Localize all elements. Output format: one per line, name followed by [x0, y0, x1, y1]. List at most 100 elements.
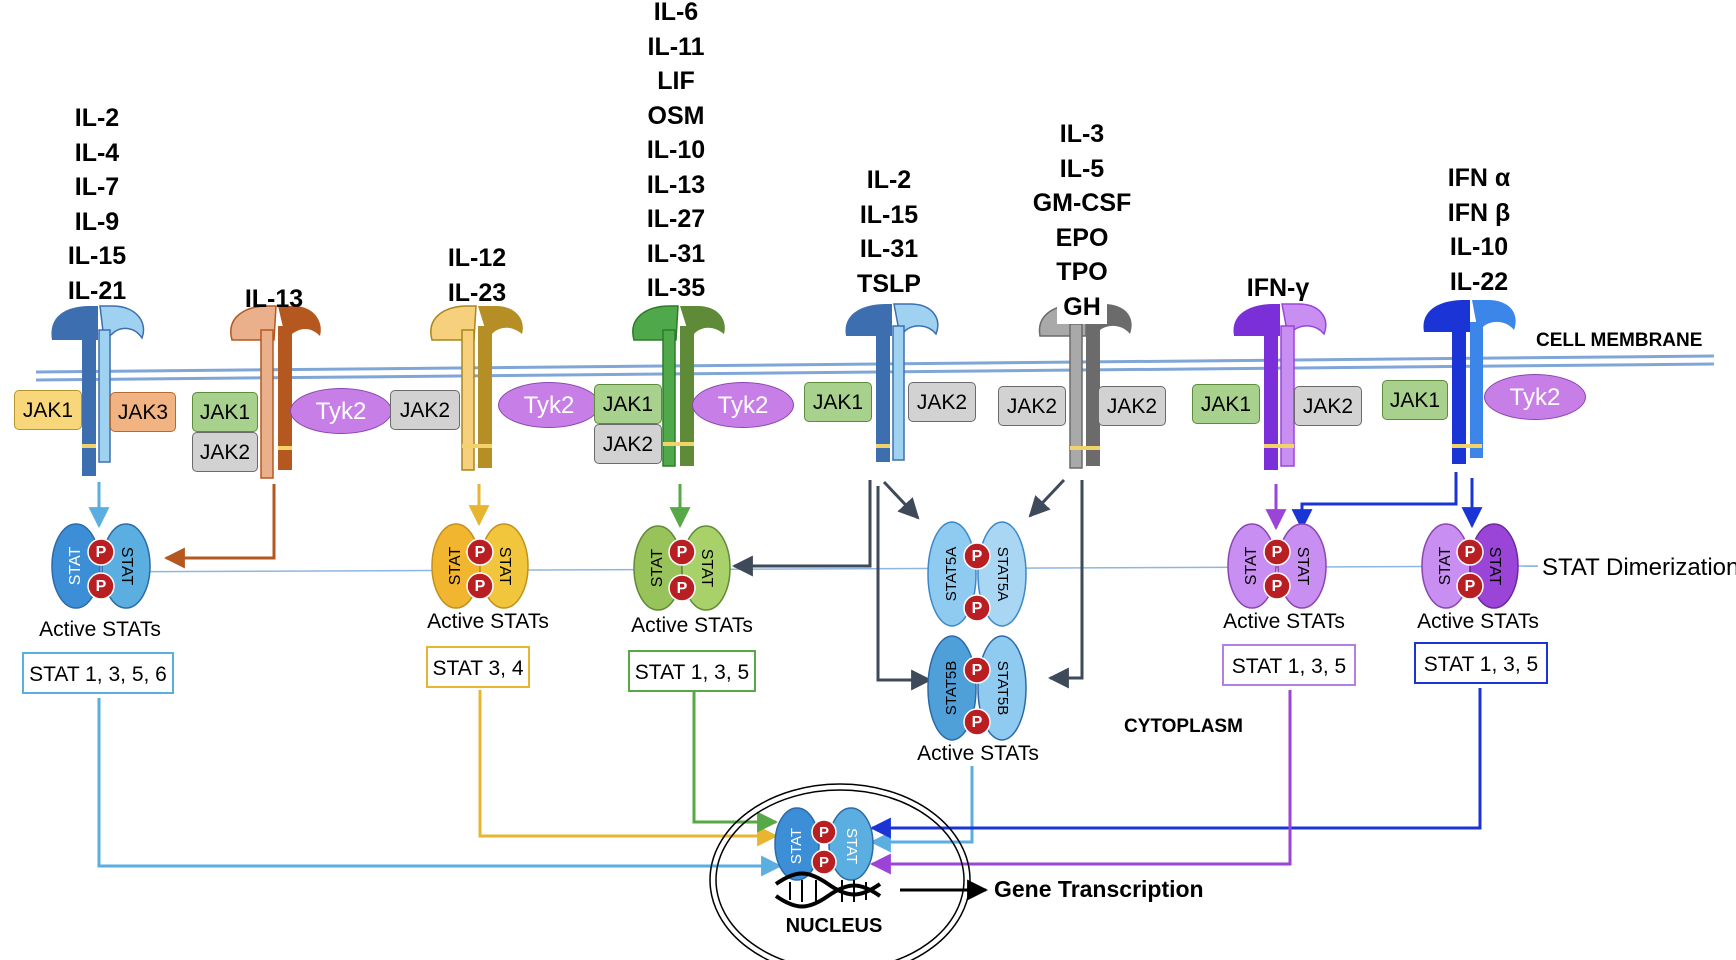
ligand: TPO	[1056, 258, 1108, 286]
ligand: GM-CSF	[1032, 189, 1132, 217]
tyk2-ellipse: Tyk2	[692, 382, 794, 428]
stat-set-box: STAT 3, 4	[426, 646, 530, 688]
ligand: IL-23	[447, 278, 507, 307]
stat-label: STAT	[118, 547, 135, 586]
receptor-g1	[51, 305, 145, 476]
arrow-g2	[163, 484, 276, 569]
phospho-label: P	[972, 548, 983, 565]
cell-membrane-label: CELL MEMBRANE	[1536, 330, 1703, 351]
phospho-label: P	[677, 580, 688, 597]
jak1-box: JAK1	[1382, 380, 1448, 420]
jak2-box: JAK2	[192, 432, 258, 472]
phospho-label: P	[1465, 578, 1476, 595]
ligand: EPO	[1055, 223, 1109, 252]
jak2-box: JAK2	[998, 386, 1066, 426]
arrow-g5-to-stat5b	[876, 486, 933, 691]
receptor-g3	[430, 305, 523, 471]
stat-label: STAT	[843, 828, 860, 864]
jak1-box: JAK1	[14, 390, 82, 430]
arrow-g5-to-stat5a	[882, 480, 920, 520]
ligand-list-g3: IL-12 IL-23	[438, 241, 516, 310]
stat-label: STAT	[1294, 547, 1311, 586]
ligand: GH	[1057, 289, 1107, 324]
ligand: IL-31	[646, 239, 706, 268]
phospho-label: P	[819, 824, 829, 841]
stat5a-label: STAT5A	[994, 547, 1011, 601]
stat-label: STAT	[1437, 547, 1454, 586]
stat5a-label: STAT5A	[943, 547, 960, 601]
dna-helix-icon	[774, 871, 882, 909]
jak3-box: JAK3	[110, 392, 176, 432]
ligand-list-g6: IL-3 IL-5 GM-CSF EPO TPO GH	[1030, 117, 1134, 324]
stat-set-box: STAT 1, 3, 5	[628, 650, 756, 692]
active-stats-label: Active STATs	[1417, 610, 1539, 633]
phospho-label: P	[475, 544, 486, 561]
phospho-label: P	[972, 714, 983, 731]
ligand: IFN β	[1447, 198, 1511, 227]
phospho-label: P	[819, 854, 829, 871]
arrow-g8-to-g7	[1291, 472, 1458, 531]
ligand: IL-9	[74, 207, 120, 236]
gene-transcription-label: Gene Transcription	[994, 876, 1204, 902]
stat-label: STAT	[698, 549, 715, 588]
jak2-box: JAK2	[908, 382, 976, 422]
jak2-box: JAK2	[594, 424, 662, 464]
receptor-g8	[1423, 300, 1516, 464]
ligand-list-g1: IL-2 IL-4 IL-7 IL-9 IL-15 IL-21	[60, 101, 134, 308]
ligand-list-g4: IL-6 IL-11 LIF OSM IL-10 IL-13 IL-27 IL-…	[638, 0, 714, 306]
receptor-g5	[845, 303, 939, 462]
ligand: IL-4	[74, 138, 120, 167]
arrow-g1-to-nucleus	[97, 698, 783, 877]
arrow-g6-to-stat5a	[1028, 478, 1066, 518]
arrow-g3-to-nucleus	[478, 690, 779, 847]
ligand: IL-5	[1059, 154, 1105, 183]
stat-dimer-g8: STAT STAT P P	[1421, 523, 1519, 609]
stat-set-box: STAT 1, 3, 5	[1222, 644, 1356, 686]
nucleus: STAT STAT P P NUCLEUS	[709, 783, 971, 960]
arrow-g7-to-nucleus	[869, 690, 1292, 875]
tyk2-ellipse: Tyk2	[1484, 374, 1586, 420]
arrow-g5-to-nucleus	[869, 766, 974, 853]
stat-dimerization-label: STAT Dimerization	[1542, 554, 1736, 581]
active-stats-label: Active STATs	[427, 610, 549, 633]
jak1-box: JAK1	[594, 384, 662, 424]
ligand: IL-12	[447, 244, 507, 272]
ligand: IL-10	[1449, 233, 1509, 261]
phospho-label: P	[972, 662, 983, 679]
active-stats-label: Active STATs	[631, 614, 753, 637]
stat-label: STAT	[67, 547, 84, 586]
ligand: IL-10	[646, 136, 706, 164]
stat5b-label: STAT5B	[994, 661, 1011, 715]
jak1-box: JAK1	[192, 392, 258, 432]
ligand: IL-6	[653, 0, 699, 26]
ligand: IL-27	[646, 205, 706, 233]
phospho-label: P	[1465, 544, 1476, 561]
receptor-g4	[632, 305, 725, 467]
stat-label: STAT	[496, 547, 513, 586]
phospho-label: P	[972, 600, 983, 617]
stat-dimer-g7: STAT STAT P P	[1227, 523, 1327, 609]
ligand-list-g5: IL-2 IL-15 IL-31 TSLP	[846, 163, 932, 301]
nucleus-label: NUCLEUS	[786, 915, 883, 937]
jak1-box: JAK1	[1192, 384, 1260, 424]
ligand-list-g7: IFN-γ	[1240, 271, 1316, 306]
stat-dimer-g1: STAT STAT P P	[51, 523, 151, 609]
ligand: OSM	[647, 101, 705, 130]
stat-set-box: STAT 1, 3, 5, 6	[22, 652, 174, 694]
active-stats-label: Active STATs	[917, 742, 1039, 765]
stat-dimer-g3: STAT STAT P P	[431, 523, 529, 609]
stat-label: STAT	[1486, 547, 1503, 586]
stat5b-label: STAT5B	[943, 661, 960, 715]
arrow-g5-to-g4	[731, 480, 872, 577]
active-stats-label: Active STATs	[39, 618, 161, 641]
tyk2-ellipse: Tyk2	[290, 388, 392, 434]
stat-label: STAT	[1243, 547, 1260, 586]
phospho-label: P	[677, 544, 688, 561]
ligand: IFN-γ	[1246, 274, 1310, 302]
jak2-box: JAK2	[1294, 386, 1362, 426]
tyk2-ellipse: Tyk2	[498, 382, 600, 428]
active-stats-label: Active STATs	[1223, 610, 1345, 633]
stat-set-box: STAT 1, 3, 5	[1414, 642, 1548, 684]
ligand: IL-2	[74, 104, 120, 132]
ligand-list-g2: IL-13	[236, 282, 312, 317]
